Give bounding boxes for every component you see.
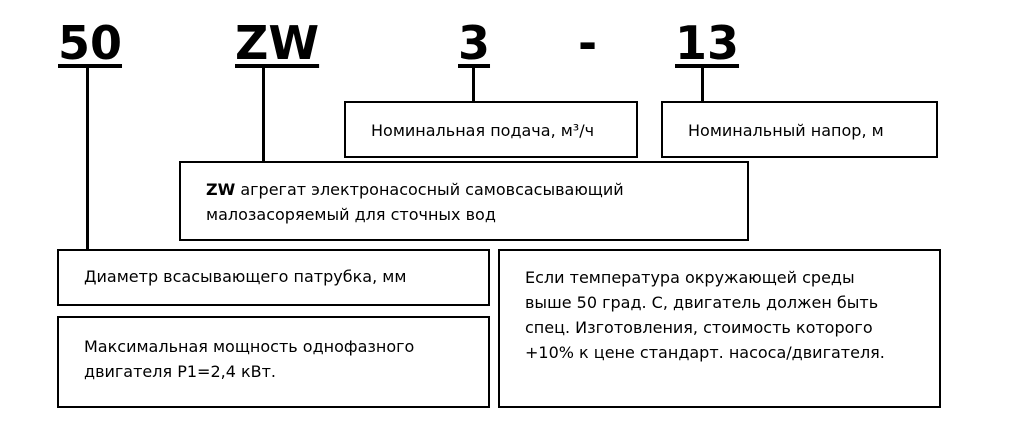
flow-label: Номинальная подача, м³/ч — [371, 121, 595, 140]
type-box: ZW агрегат электронасосный самовсасывающ… — [179, 161, 749, 241]
code-dash: - — [578, 16, 598, 70]
power-label: Максимальная мощность однофазного двигат… — [84, 337, 415, 381]
connector-type — [262, 66, 265, 162]
type-text: агрегат электронасосный самовсасывающий … — [206, 180, 624, 224]
connector-flow — [472, 66, 475, 102]
head-box: Номинальный напор, м — [661, 101, 938, 158]
temperature-label: Если температура окружающей среды выше 5… — [525, 268, 885, 362]
code-flow: 3 — [458, 16, 491, 70]
code-type: ZW — [235, 16, 320, 70]
head-label: Номинальный напор, м — [688, 121, 884, 140]
diameter-box: Диаметр всасывающего патрубка, мм — [57, 249, 490, 306]
connector-diameter — [86, 66, 89, 250]
connector-head — [701, 66, 704, 102]
code-head: 13 — [675, 16, 740, 70]
diameter-label: Диаметр всасывающего патрубка, мм — [84, 267, 407, 286]
power-box: Максимальная мощность однофазного двигат… — [57, 316, 490, 408]
code-diameter: 50 — [58, 16, 123, 70]
temperature-box: Если температура окружающей среды выше 5… — [498, 249, 941, 408]
type-description: ZW агрегат электронасосный самовсасывающ… — [206, 177, 676, 227]
type-code-bold: ZW — [206, 180, 236, 199]
flow-box: Номинальная подача, м³/ч — [344, 101, 638, 158]
